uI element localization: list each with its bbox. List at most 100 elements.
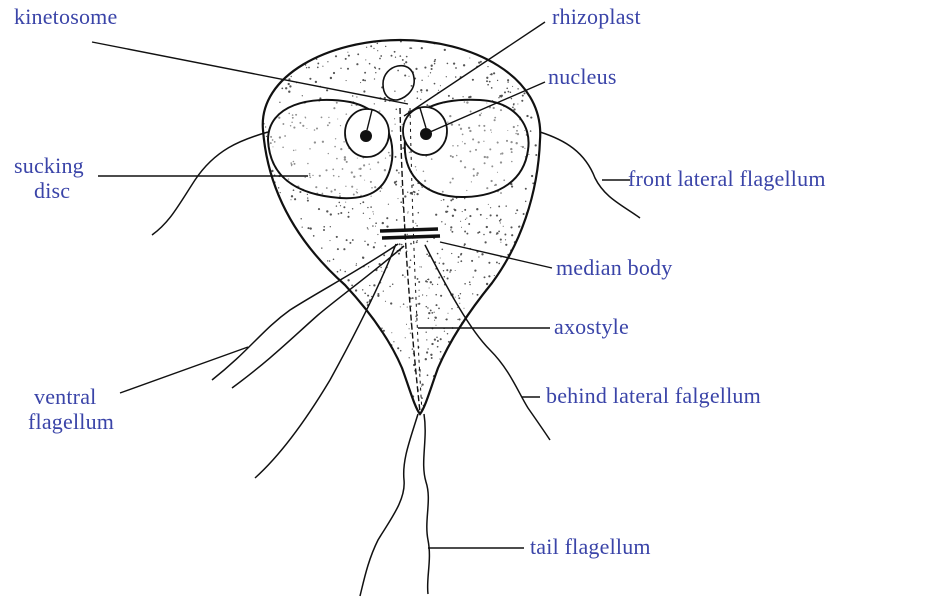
stipple-dot [257,224,258,225]
label-ventral-flagellum-line2: flagellum [28,409,114,434]
stipple-dot [372,382,374,384]
stipple-dot [517,88,518,89]
stipple-dot [313,40,314,41]
stipple-dot [453,62,455,64]
stipple-dot [505,388,506,389]
stipple-dot [281,280,283,282]
stipple-dot [351,285,353,287]
stipple-dot [280,224,281,225]
stipple-dot [451,231,453,233]
stipple-dot [364,377,365,378]
stipple-dot [382,343,384,345]
stipple-dot [430,354,432,356]
stipple-dot [293,189,295,191]
stipple-dot [478,38,480,40]
stipple-dot [542,148,543,149]
stipple-dot [283,59,285,61]
stipple-dot [273,312,275,314]
stipple-dot [448,313,449,314]
stipple-dot [258,187,260,189]
stipple-dot [403,406,404,407]
stipple-dot [448,95,450,97]
stipple-dot [434,83,436,85]
stipple-dot [298,63,299,64]
stipple-dot [507,79,509,81]
stipple-dot [375,226,376,227]
stipple-dot [512,386,513,387]
stipple-dot [323,226,325,228]
stipple-dot [345,202,346,203]
stipple-dot [270,331,272,333]
stipple-dot [384,100,386,102]
stipple-dot [402,274,404,276]
stipple-dot [440,338,442,340]
stipple-dot [286,54,287,55]
stipple-dot [488,275,490,277]
stipple-dot [301,249,303,251]
stipple-dot [455,389,456,390]
stipple-dot [518,383,520,385]
stipple-dot [329,240,330,241]
stipple-dot [342,326,344,328]
stipple-dot [306,400,308,402]
stipple-dot [443,270,444,271]
stipple-dot [399,243,401,245]
stipple-dot [323,229,325,231]
stipple-dot [403,303,405,305]
stipple-dot [412,348,414,350]
stipple-dot [427,374,429,376]
stipple-dot [456,356,458,358]
stipple-dot [398,253,400,255]
stipple-dot [355,355,357,357]
stipple-dot [281,45,283,47]
stipple-dot [455,67,457,69]
stipple-dot [477,294,479,296]
stipple-dot [374,330,376,332]
stipple-dot [320,403,322,405]
stipple-dot [282,400,284,402]
stipple-dot [375,353,377,355]
stipple-dot [262,250,263,251]
stipple-dot [323,325,324,326]
stipple-dot [483,306,485,308]
stipple-dot [410,259,412,261]
stipple-dot [400,403,402,405]
stipple-dot [489,81,491,83]
stipple-dot [458,297,460,299]
stipple-dot [317,62,319,64]
stipple-dot [304,288,306,290]
stipple-dot [397,403,398,404]
stipple-dot [380,367,381,368]
stipple-dot [434,320,435,321]
stipple-dot [421,92,422,93]
stipple-dot [418,296,419,297]
stipple-dot [259,53,261,55]
tail-flagellum-left [360,414,418,596]
stipple-dot [374,66,376,68]
stipple-dot [453,38,455,40]
stipple-dot [319,381,320,382]
stipple-dot [465,342,466,343]
stipple-dot [521,379,523,381]
stipple-dot [508,271,510,273]
stipple-dot [439,263,440,264]
stipple-dot [260,45,262,47]
stipple-dot [509,64,511,66]
stipple-dot [396,219,398,221]
stipple-dot [516,249,518,251]
stipple-dot [507,365,508,366]
stipple-dot [266,95,268,97]
stipple-dot [497,297,499,299]
stipple-dot [493,72,495,74]
stipple-dot [509,47,511,49]
stipple-dot [263,402,265,404]
median-body-bars [380,229,440,238]
stipple-dot [366,47,367,48]
stipple-dot [302,390,304,392]
stipple-dot [328,395,330,397]
stipple-dot [268,411,270,413]
stipple-dot [524,345,526,347]
stipple-dot [341,319,343,321]
stipple-dot [331,361,333,363]
stipple-dot [513,292,515,294]
